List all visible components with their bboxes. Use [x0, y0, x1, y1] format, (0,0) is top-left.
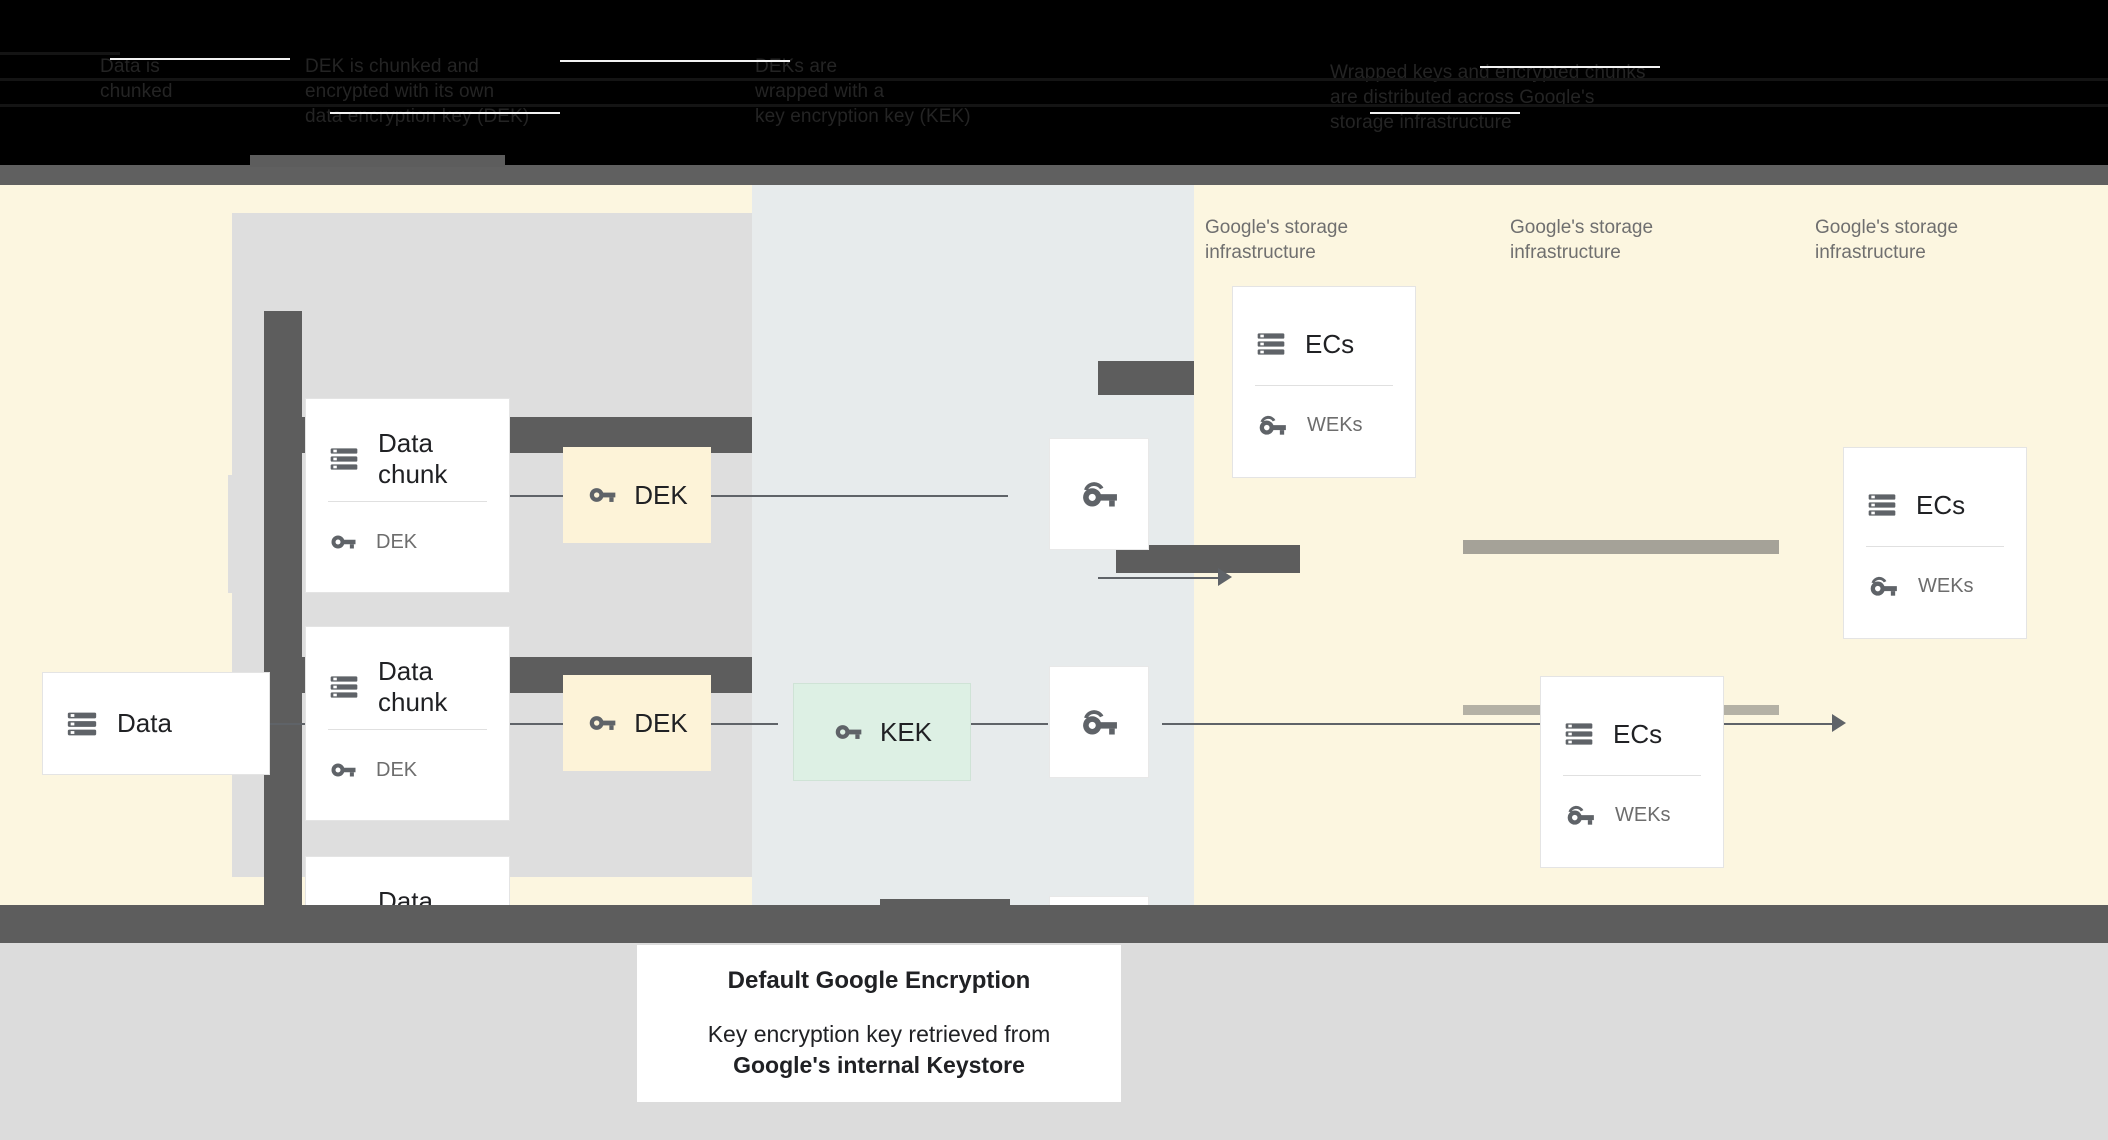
encryption-flow-diagram: Data Data chunk [0, 185, 2108, 1051]
ecs-title-2: ECs [1916, 489, 1966, 520]
ecs-card-2[interactable]: ECs WEKs [1843, 447, 2027, 639]
infra-label-3: Google's storage infrastructure [1815, 217, 1959, 263]
ecs-key-label-3: WEKs [1615, 803, 1671, 826]
wrapped-key-icon [1866, 569, 1900, 603]
key-icon [328, 755, 358, 785]
header-highlight-1 [110, 58, 290, 60]
data-chunk-card-1[interactable]: Data chunk DEK [305, 398, 510, 593]
connector-dek1-wrap [708, 495, 1008, 497]
occlusion-spine [264, 311, 302, 955]
card-divider [1255, 385, 1393, 386]
wrapped-key-icon [1077, 472, 1121, 516]
server-icon [1255, 328, 1287, 360]
ecs-title-3: ECs [1613, 718, 1663, 749]
connector-data-to-chunks [228, 723, 348, 725]
dek-box-1[interactable]: DEK [563, 447, 711, 543]
server-icon [1866, 489, 1898, 521]
header-text-chunking: Data is chunked [100, 56, 173, 102]
key-icon [328, 527, 358, 557]
connector-wrap2-ecs2 [1162, 723, 1842, 725]
caption-body-line1: Key encryption key retrieved from [707, 1020, 1051, 1047]
key-icon [586, 707, 618, 739]
ecs-card-1[interactable]: ECs WEKs [1232, 286, 1416, 478]
ecs-key-label-1: WEKs [1307, 413, 1363, 436]
connector-chunk2-dek [508, 723, 578, 725]
header-occlusion-3 [0, 104, 2108, 107]
wrapped-key-icon [1255, 408, 1289, 442]
data-source-label: Data [117, 708, 172, 738]
connector-chunk1-dek [508, 495, 578, 497]
ecs-key-label-2: WEKs [1918, 574, 1974, 597]
connector-dek2-kek [708, 723, 778, 725]
infra-label-2: Google's storage infrastructure [1510, 217, 1654, 263]
server-icon [328, 671, 360, 703]
header-divider-bar [0, 165, 2108, 185]
connector-wrap1-ecs1 [1098, 577, 1228, 579]
card-divider [1563, 775, 1701, 776]
card-divider [328, 729, 487, 730]
header-occlusion-2 [0, 78, 2108, 81]
occlusion-bar-3 [1098, 361, 1194, 395]
data-source-card[interactable]: Data [42, 672, 270, 775]
key-icon [832, 716, 864, 748]
arrowhead-ecs1 [1218, 568, 1232, 586]
header-text-storage: Wrapped keys and encrypted chunks are di… [1330, 62, 1646, 133]
ecs-card-3[interactable]: ECs WEKs [1540, 676, 1724, 868]
ecs-title-1: ECs [1305, 328, 1355, 359]
header-occlusion-1 [0, 52, 120, 55]
footer-divider-bar [0, 905, 2108, 943]
wrapped-key-icon [1077, 700, 1121, 744]
wrapped-key-box-2[interactable] [1049, 666, 1149, 778]
key-icon [586, 479, 618, 511]
arrowhead-ecs2 [1832, 714, 1846, 732]
data-chunk-title-2: Data chunk [378, 656, 448, 717]
occlusion-bar-5 [1463, 540, 1779, 554]
server-icon [65, 707, 99, 741]
kek-label: KEK [879, 716, 933, 747]
dek-box-2[interactable]: DEK [563, 675, 711, 771]
card-divider [1866, 546, 2004, 547]
caption-body-line2: Google's internal Keystore [733, 1051, 1025, 1078]
data-chunk-card-2[interactable]: Data chunk DEK [305, 626, 510, 821]
card-divider [328, 501, 487, 502]
header-divider-notch [250, 155, 505, 167]
caption-body: Key encryption key retrieved from Google… [708, 1019, 1051, 1081]
dek-label-2: DEK [634, 707, 688, 738]
server-icon [328, 443, 360, 475]
dek-label-1: DEK [634, 479, 688, 510]
data-chunk-title-1: Data chunk [378, 428, 448, 489]
wrapped-key-box-1[interactable] [1049, 438, 1149, 550]
server-icon [1563, 718, 1595, 750]
wrapped-key-icon [1563, 798, 1597, 832]
caption-box: Default Google Encryption Key encryption… [637, 945, 1121, 1102]
header-highlight-4 [330, 112, 560, 114]
header-text-kek: DEKs are wrapped with a key encryption k… [755, 56, 971, 127]
caption-title: Default Google Encryption [727, 966, 1031, 994]
header-band: Data is chunked DEK is chunked and encry… [0, 0, 2108, 165]
data-chunk-key-label-2: DEK [376, 758, 418, 781]
header-highlight-3 [1480, 66, 1660, 68]
kek-box[interactable]: KEK [793, 683, 971, 781]
data-chunk-key-label-1: DEK [376, 530, 418, 553]
header-highlight-2 [560, 60, 790, 62]
connector-kek-wrap2 [968, 723, 1048, 725]
header-highlight-5 [1370, 112, 1520, 114]
infra-label-1: Google's storage infrastructure [1205, 217, 1349, 263]
header-text-dek: DEK is chunked and encrypted with its ow… [305, 56, 530, 127]
